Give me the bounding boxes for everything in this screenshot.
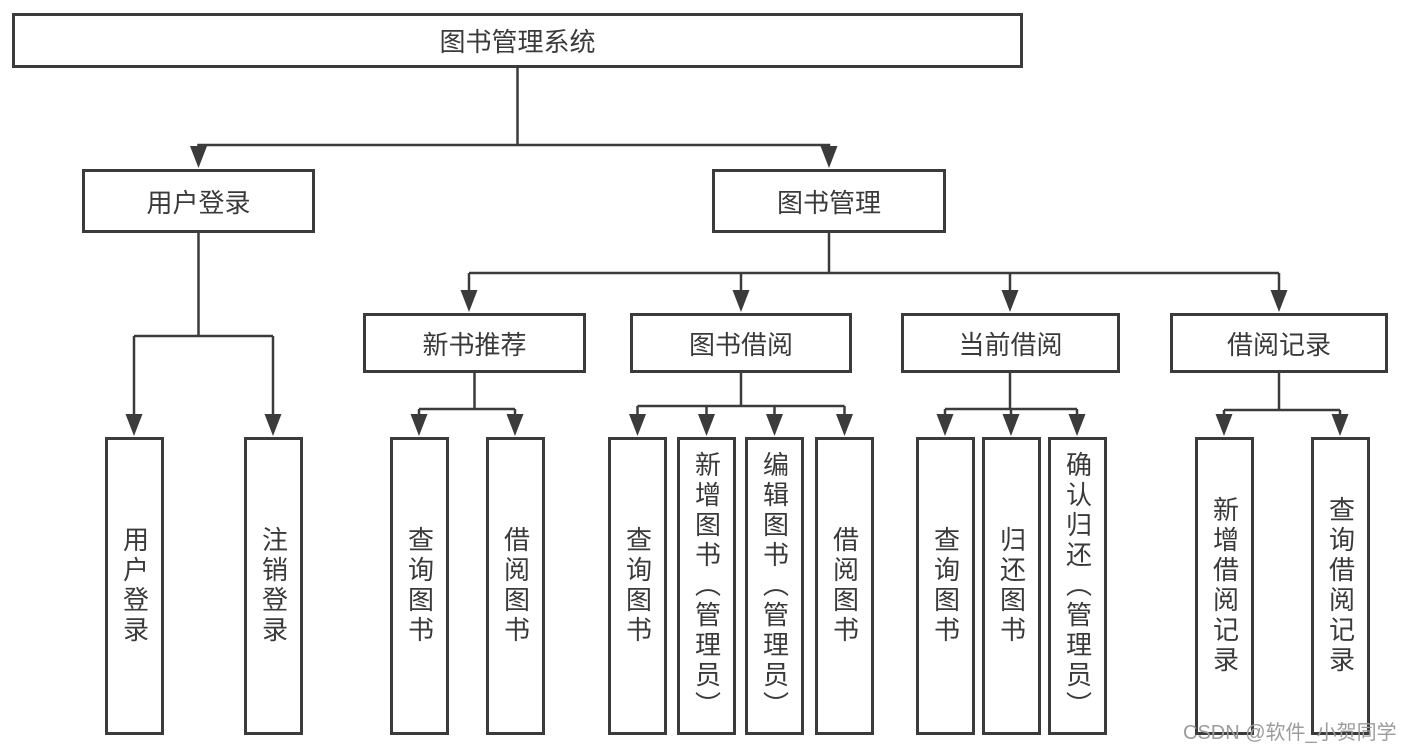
node-label: 借阅记录	[1226, 329, 1331, 360]
leaf-borrow-books: 借阅图书	[815, 437, 874, 735]
leaf-borrow-books: 借阅图书	[486, 437, 545, 735]
node-user-login: 用户登录	[82, 169, 315, 233]
node-borrowing-records: 借阅记录	[1170, 313, 1388, 373]
node-library-management-system: 图书管理系统	[12, 13, 1023, 68]
leaf-confirm-return-admin: 确认归还（管理员）	[1048, 437, 1107, 735]
leaf-add-borrow-record: 新增借阅记录	[1195, 437, 1254, 735]
node-current-borrowing: 当前借阅	[901, 313, 1120, 373]
node-label: 确认归还（管理员）	[1062, 451, 1093, 721]
node-label: 查询图书	[622, 526, 653, 646]
leaf-query-books: 查询图书	[608, 437, 667, 735]
leaf-query-books: 查询图书	[916, 437, 975, 735]
leaf-edit-book-admin: 编辑图书（管理员）	[745, 437, 804, 735]
node-label: 新增借阅记录	[1209, 496, 1240, 676]
node-label: 注销登录	[258, 526, 289, 646]
leaf-add-book-admin: 新增图书（管理员）	[677, 437, 736, 735]
node-label: 借阅图书	[500, 526, 531, 646]
node-label: 查询图书	[930, 526, 961, 646]
node-book-borrowing: 图书借阅	[630, 313, 852, 373]
leaf-query-borrow-record: 查询借阅记录	[1311, 437, 1370, 735]
node-label: 借阅图书	[829, 526, 860, 646]
node-book-management: 图书管理	[712, 169, 946, 233]
leaf-user-login: 用户登录	[105, 437, 164, 735]
leaf-query-books: 查询图书	[390, 437, 449, 735]
node-label: 新书推荐	[422, 329, 527, 360]
node-label: 查询图书	[404, 526, 435, 646]
leaf-return-book: 归还图书	[982, 437, 1041, 735]
node-label: 图书管理	[776, 187, 881, 218]
node-label: 编辑图书（管理员）	[759, 451, 790, 721]
node-label: 当前借阅	[958, 329, 1063, 360]
csdn-watermark: CSDN @软件_小贺同学	[1183, 722, 1397, 744]
node-label: 归还图书	[996, 526, 1027, 646]
node-label: 图书借阅	[688, 329, 793, 360]
node-label: 查询借阅记录	[1325, 496, 1356, 676]
node-label: 用户登录	[119, 526, 150, 646]
node-label: 用户登录	[146, 187, 251, 218]
leaf-logout: 注销登录	[244, 437, 303, 735]
node-label: 新增图书（管理员）	[691, 451, 722, 721]
node-new-book-recommend: 新书推荐	[363, 313, 586, 373]
node-label: 图书管理系统	[439, 27, 596, 57]
